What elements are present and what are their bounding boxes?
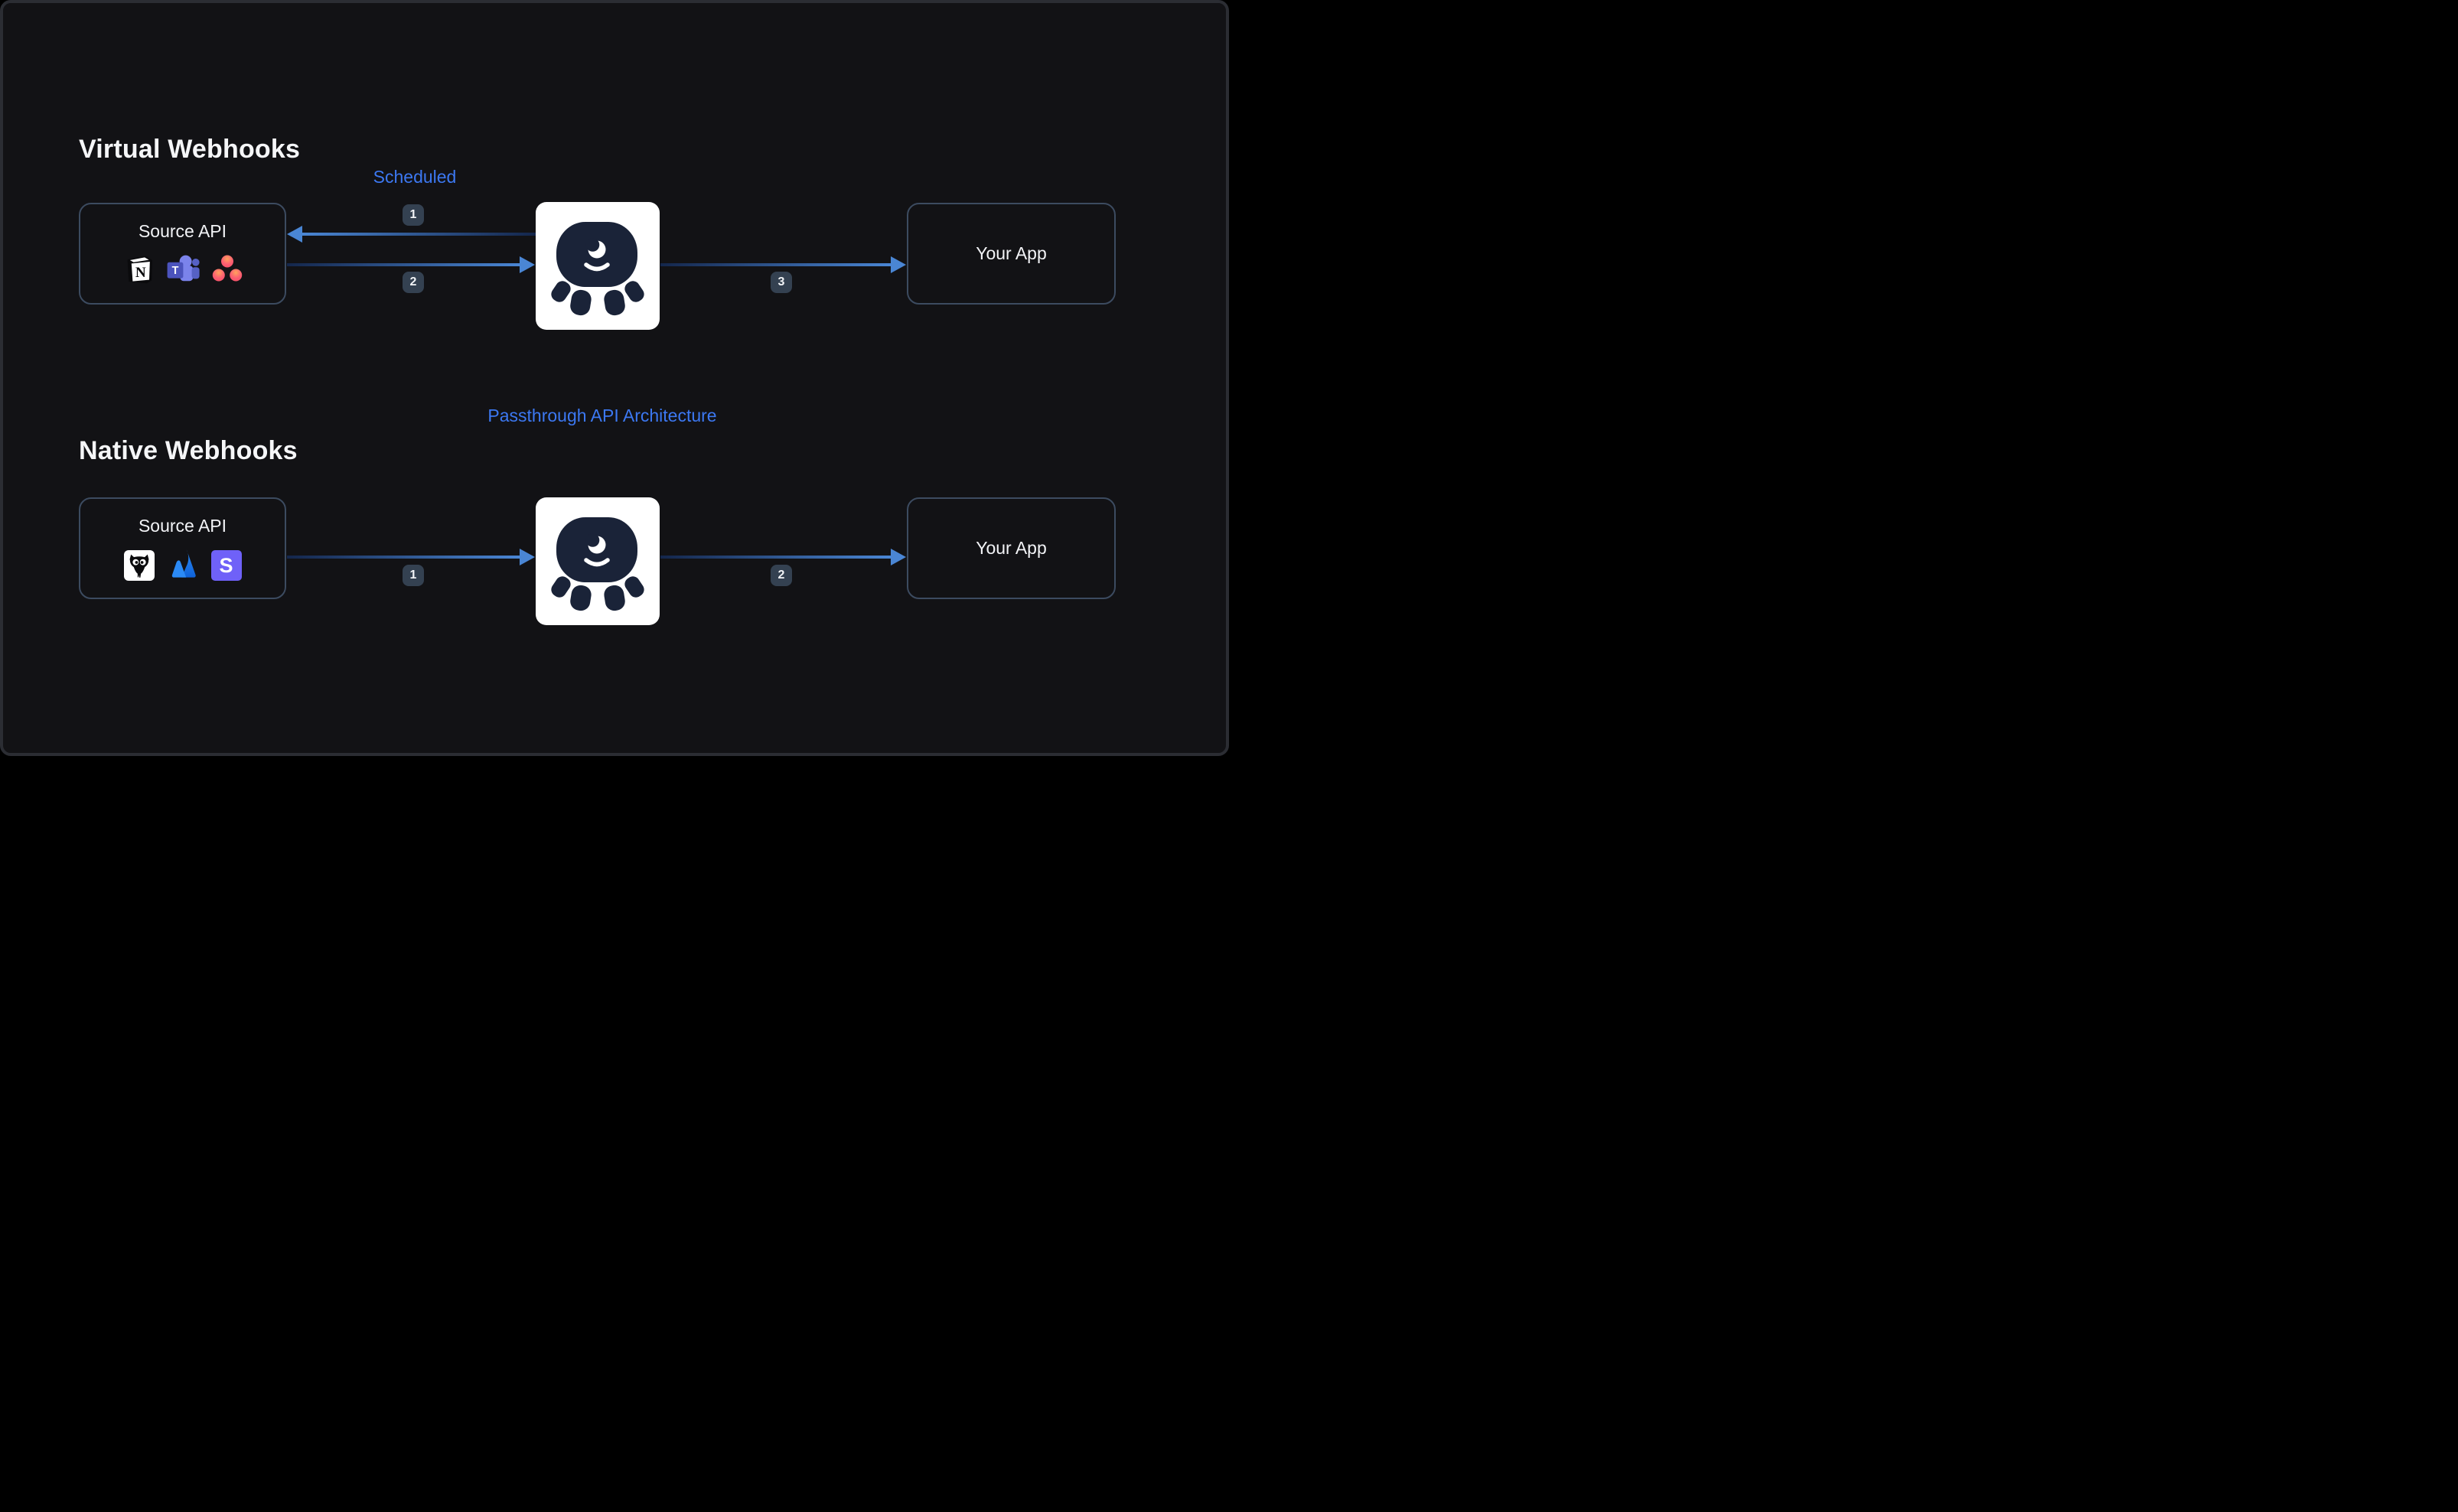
step-badge-1: 1 <box>403 204 424 226</box>
native-webhooks-title: Native Webhooks <box>79 436 298 466</box>
passthrough-api-architecture-label: Passthrough API Architecture <box>487 406 717 425</box>
virtual-your-app-box: Your App <box>907 203 1116 305</box>
native-arrow-step2-shaft <box>660 556 891 559</box>
step-badge-3: 3 <box>771 272 792 293</box>
merge-octopus-logo <box>536 497 660 625</box>
merge-octopus-logo <box>536 202 660 330</box>
hootsuite-icon <box>123 550 155 582</box>
arrow-step3-shaft <box>660 263 891 266</box>
arrow-step2-head <box>520 256 535 273</box>
source-api-icons: S <box>123 549 242 583</box>
svg-text:N: N <box>135 265 145 281</box>
your-app-label: Your App <box>976 537 1047 558</box>
native-arrow-step2-head <box>891 549 906 565</box>
source-api-label: Source API <box>138 221 227 241</box>
native-source-api-box: Source API S <box>79 497 286 599</box>
arrow-step1-head <box>287 226 302 243</box>
merge-octopus-card <box>536 497 660 625</box>
native-step-badge-1: 1 <box>403 565 424 586</box>
merge-octopus-card <box>536 202 660 330</box>
passthrough-architecture-diagram: Virtual Webhooks Scheduled Source API N <box>0 0 1229 756</box>
arrow-step3-head <box>891 256 906 273</box>
asana-icon <box>212 255 243 287</box>
virtual-source-api-box: Source API N T <box>79 203 286 305</box>
arrow-step2-shaft <box>287 263 520 266</box>
arrow-step1-shaft <box>302 233 536 236</box>
source-api-icons: N T <box>123 254 243 288</box>
native-arrow-step1-head <box>520 549 535 565</box>
notion-icon: N <box>123 254 154 288</box>
step-badge-2: 2 <box>403 272 424 293</box>
your-app-label: Your App <box>976 243 1047 263</box>
native-your-app-box: Your App <box>907 497 1116 599</box>
scheduled-label: Scheduled <box>373 167 457 187</box>
native-arrow-step1-shaft <box>287 556 520 559</box>
atlassian-icon <box>167 549 199 583</box>
stripe-letter: S <box>219 553 233 577</box>
stripe-icon: S <box>210 550 242 582</box>
svg-text:T: T <box>171 265 178 277</box>
native-step-badge-2: 2 <box>771 565 792 586</box>
source-api-label: Source API <box>138 516 227 536</box>
virtual-webhooks-title: Virtual Webhooks <box>79 135 301 165</box>
microsoft-teams-icon: T <box>166 254 200 288</box>
